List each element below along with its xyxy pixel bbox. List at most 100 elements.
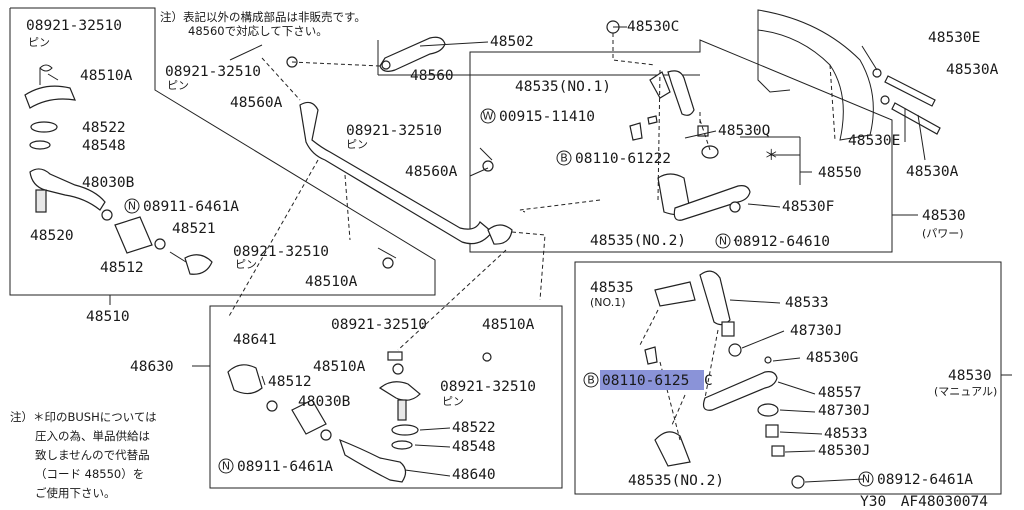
label-48522-a[interactable]: 48522 bbox=[82, 120, 126, 136]
label-48510A-c[interactable]: 48510A bbox=[313, 359, 366, 375]
part-48530E-washer-a bbox=[872, 68, 882, 78]
label-08110-6125C-suffix: C bbox=[704, 373, 713, 389]
frame-48530-manual bbox=[574, 261, 1002, 495]
part-48530F-washer bbox=[729, 201, 741, 213]
label-08912-6461A[interactable]: 08912-6461A bbox=[877, 472, 973, 488]
part-48533-arm bbox=[699, 270, 731, 326]
part-nut-a bbox=[101, 209, 113, 221]
label-48640[interactable]: 48640 bbox=[452, 467, 496, 483]
header-note-line2: 48560で対応して下さい。 bbox=[188, 24, 328, 38]
label-48521[interactable]: 48521 bbox=[172, 221, 216, 237]
label-08921-32510-a[interactable]: 08921-32510 bbox=[26, 18, 122, 34]
part-48630-nut-b bbox=[320, 429, 332, 441]
label-48548-b[interactable]: 48548 bbox=[452, 439, 496, 455]
part-48512-sleeve-b bbox=[291, 399, 327, 435]
label-48530C[interactable]: 48530C bbox=[627, 19, 679, 35]
part-nut-b bbox=[154, 238, 166, 250]
label-48530G[interactable]: 48530G bbox=[806, 350, 858, 366]
label-48730J-b[interactable]: 48730J bbox=[818, 403, 870, 419]
label-48535-no2-b[interactable]: 48535(NO.2) bbox=[628, 473, 724, 489]
part-48630-nut-a bbox=[266, 400, 278, 412]
footer-note-line5: ご使用下さい。 bbox=[35, 486, 116, 500]
part-48560A-nut-b bbox=[482, 160, 494, 172]
label-08921-32510-b[interactable]: 08921-32510 bbox=[233, 244, 329, 260]
label-48535-no2-a[interactable]: 48535(NO.2) bbox=[590, 233, 686, 249]
label-48530A-b[interactable]: 48530A bbox=[906, 164, 959, 180]
label-48557[interactable]: 48557 bbox=[818, 385, 862, 401]
label-48560A-a[interactable]: 48560A bbox=[230, 95, 283, 111]
label-no1-b: (NO.1) bbox=[590, 296, 626, 309]
part-48730J-nut-a bbox=[728, 343, 742, 357]
label-48510A-d[interactable]: 48510A bbox=[482, 317, 535, 333]
label-48030B-a[interactable]: 48030B bbox=[82, 175, 135, 191]
label-48560[interactable]: 48560 bbox=[410, 68, 454, 84]
label-48522-b[interactable]: 48522 bbox=[452, 420, 496, 436]
label-48730J-a[interactable]: 48730J bbox=[790, 323, 842, 339]
part-48640-ball-stud bbox=[378, 381, 421, 421]
part-48640-tie-rod-end bbox=[339, 438, 407, 483]
part-08110-61222-bolt bbox=[629, 122, 643, 141]
part-48557-pitman-arm-manual bbox=[702, 371, 778, 411]
part-48548-ring bbox=[29, 140, 51, 150]
part-48522-washer bbox=[30, 121, 58, 133]
prefix-N-b: N bbox=[719, 235, 727, 248]
part-48530E-washer-b bbox=[880, 95, 890, 105]
part-48535-no2-manual bbox=[654, 431, 691, 467]
label-48512-b[interactable]: 48512 bbox=[268, 374, 312, 390]
label-48641[interactable]: 48641 bbox=[233, 332, 277, 348]
label-48533-b[interactable]: 48533 bbox=[824, 426, 868, 442]
label-48535-no1-b[interactable]: 48535 bbox=[590, 280, 634, 296]
label-08921-32510-c[interactable]: 08921-32510 bbox=[165, 64, 261, 80]
part-48530J-spacer bbox=[771, 445, 785, 457]
label-48548-a[interactable]: 48548 bbox=[82, 138, 126, 154]
label-08912-64610[interactable]: 08912-64610 bbox=[734, 234, 830, 250]
label-48530-manual[interactable]: 48530 bbox=[948, 368, 992, 384]
label-48530A-a[interactable]: 48530A bbox=[946, 62, 999, 78]
part-48548-ring-b bbox=[391, 440, 413, 450]
label-pin-a: ピン bbox=[28, 36, 50, 49]
label-48530J[interactable]: 48530J bbox=[818, 443, 870, 459]
label-08921-32510-d[interactable]: 08921-32510 bbox=[346, 123, 442, 139]
label-08110-6125C[interactable]: 08110-6125 bbox=[602, 373, 689, 389]
label-48510A-b[interactable]: 48510A bbox=[305, 274, 358, 290]
label-48510A-a[interactable]: 48510A bbox=[80, 68, 133, 84]
label-08921-32510-f[interactable]: 08921-32510 bbox=[440, 379, 536, 395]
diagram-code: Y30 AF48030074 bbox=[860, 494, 988, 510]
label-48630[interactable]: 48630 bbox=[130, 359, 174, 375]
label-00915-11410[interactable]: 00915-11410 bbox=[499, 109, 595, 125]
label-manual: (マニュアル) bbox=[934, 385, 997, 398]
label-48530-power[interactable]: 48530 bbox=[922, 208, 966, 224]
label-48502[interactable]: 48502 bbox=[490, 34, 534, 50]
label-08911-6461A-a[interactable]: 08911-6461A bbox=[143, 199, 239, 215]
label-48030B-b[interactable]: 48030B bbox=[298, 394, 351, 410]
label-48510[interactable]: 48510 bbox=[86, 309, 130, 325]
part-48533-bush-b bbox=[765, 424, 779, 438]
footer-note-line3: 致しませんので代替品 bbox=[35, 448, 150, 462]
highlight-08110-6125C bbox=[600, 370, 704, 390]
part-48510A-nut-d bbox=[482, 352, 492, 362]
label-08911-6461A-b[interactable]: 08911-6461A bbox=[237, 459, 333, 475]
label-48550[interactable]: 48550 bbox=[818, 165, 862, 181]
frame-48530-power bbox=[469, 39, 893, 253]
label-48530Q[interactable]: 48530Q bbox=[718, 123, 770, 139]
part-08912-6461A-nut bbox=[791, 475, 805, 489]
label-48533-a[interactable]: 48533 bbox=[785, 295, 829, 311]
part-48530G-grease bbox=[764, 356, 772, 364]
part-48533-bush-a bbox=[721, 321, 735, 337]
part-48730J-nut-b bbox=[757, 403, 779, 417]
label-08921-32510-e[interactable]: 08921-32510 bbox=[331, 317, 427, 333]
circle-N-b bbox=[715, 233, 731, 249]
label-48530F[interactable]: 48530F bbox=[782, 199, 834, 215]
label-48512-a[interactable]: 48512 bbox=[100, 260, 144, 276]
label-48520[interactable]: 48520 bbox=[30, 228, 74, 244]
label-pin-b: ピン bbox=[235, 258, 257, 271]
part-48530A-bolt-a bbox=[884, 75, 936, 107]
part-48510A-pin-c bbox=[387, 351, 403, 361]
label-48560A-b[interactable]: 48560A bbox=[405, 164, 458, 180]
label-48530E-a[interactable]: 48530E bbox=[928, 30, 980, 46]
label-48535-no1-a[interactable]: 48535(NO.1) bbox=[515, 79, 611, 95]
label-08110-61222[interactable]: 08110-61222 bbox=[575, 151, 671, 167]
label-48530E-b[interactable]: 48530E bbox=[848, 133, 900, 149]
prefix-W: W bbox=[483, 110, 494, 123]
part-48521-ball-joint bbox=[24, 68, 76, 109]
